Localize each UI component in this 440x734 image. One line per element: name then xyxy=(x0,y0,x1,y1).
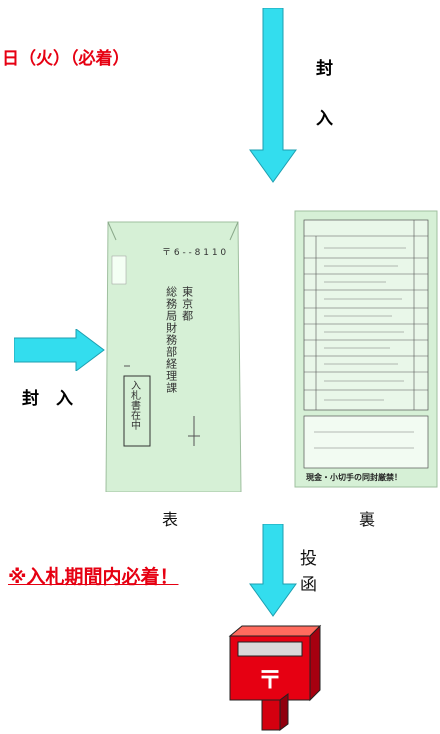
post-label-char-1: 投 xyxy=(300,549,317,569)
date-label: 日（火）（必着） xyxy=(2,49,130,69)
right-arrow-left xyxy=(14,329,105,371)
front-caption: 表 xyxy=(162,510,179,529)
enclose-left-label: 封 入 xyxy=(22,389,73,409)
envelope-back: 現金・小切手の同封厳禁！ xyxy=(294,210,438,488)
down-arrow-top xyxy=(249,8,297,183)
envelope-address-2: 総務局財務部経理課 xyxy=(164,286,178,394)
envelope-sender: 入札書在中 xyxy=(128,380,140,430)
mailbox-icon xyxy=(228,624,322,731)
envelope-address-1: 東京都 xyxy=(180,286,194,322)
mailbox-postal-mark: 〒 xyxy=(258,666,282,694)
down-arrow-bottom xyxy=(249,524,297,617)
back-caption: 裏 xyxy=(359,510,376,529)
deadline-notice: ※入札期間内必着！ xyxy=(8,566,179,588)
envelope-back-warning: 現金・小切手の同封厳禁！ xyxy=(306,473,402,482)
enclose-top-char-1: 封 xyxy=(316,59,333,79)
post-label-char-2: 函 xyxy=(300,575,317,595)
enclose-top-char-2: 入 xyxy=(316,109,333,129)
envelope-front: 〒 6 - - 8 1 1 0 東京都 総務局財務部経理課 入札書在中 xyxy=(104,216,242,492)
mailbox: 〒 xyxy=(226,624,322,732)
envelope-zip: 〒 6 - - 8 1 1 0 xyxy=(162,248,227,258)
